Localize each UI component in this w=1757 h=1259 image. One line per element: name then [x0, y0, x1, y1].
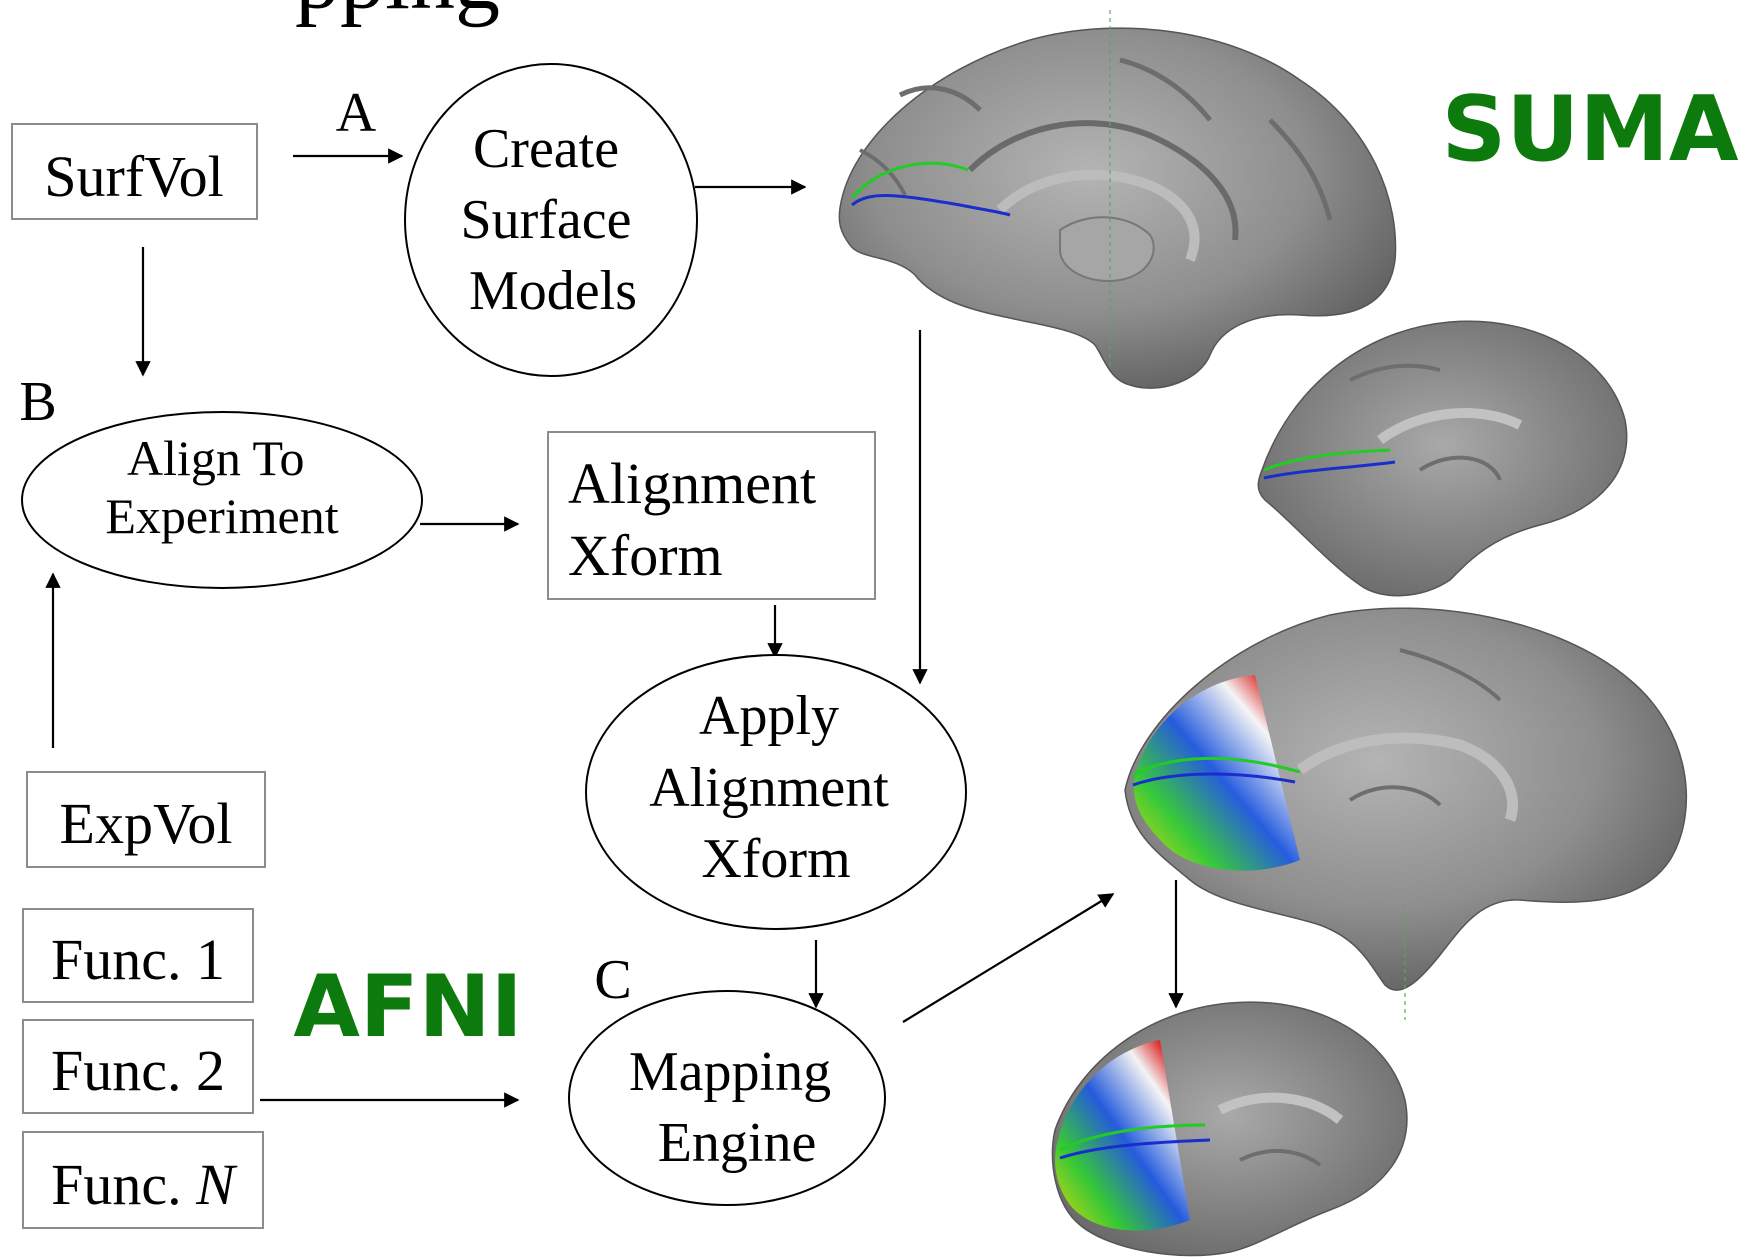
- node-create-surface-models: Create Surface Models: [404, 63, 698, 377]
- node-align-to-experiment: Align To Experiment: [21, 411, 423, 589]
- node-surfvol-label: SurfVol: [44, 144, 223, 209]
- svg-text:Align To Experiment: Align To Experiment: [105, 430, 338, 544]
- svg-text:Create Surface Mod: Create Surface Models: [460, 118, 645, 322]
- node-func-1: Func. 1: [22, 908, 254, 1003]
- create-line-3: Models: [469, 260, 637, 322]
- step-label-a: A: [336, 82, 377, 144]
- step-label-b: B: [19, 371, 56, 433]
- node-apply-alignment-xform: Apply Alignment Xform: [585, 654, 967, 930]
- svg-text:Alignment Xform: Alignment Xform: [568, 451, 831, 588]
- node-alignment-xform: Alignment Xform: [547, 431, 876, 600]
- node-expvol: ExpVol: [26, 771, 266, 868]
- svg-text:Func. N: Func. N: [51, 1152, 238, 1217]
- apply-line-1: Apply: [699, 685, 839, 747]
- node-func-n: Func. N: [22, 1131, 264, 1229]
- create-line-1: Create: [473, 118, 619, 180]
- edges: [45, 148, 1184, 1108]
- brain-surface-inflated: [1257, 320, 1628, 597]
- create-line-2: Surface: [460, 189, 631, 251]
- align-line-1: Align To: [127, 430, 305, 486]
- step-label-c: C: [594, 949, 631, 1011]
- engine-line-1: Mapping: [629, 1041, 831, 1103]
- node-func-1-label: Func. 1: [51, 927, 225, 992]
- svg-text:Apply Alignment Xf: Apply Alignment Xform: [649, 685, 903, 890]
- node-func-2: Func. 2: [22, 1019, 254, 1114]
- brain-surface-functional: [1124, 607, 1688, 1020]
- svg-text:Mapping Engine: Mapping Engine: [629, 1041, 845, 1174]
- engine-line-2: Engine: [658, 1112, 817, 1174]
- afni-label: AFNI: [293, 957, 522, 1057]
- node-surfvol: SurfVol: [11, 123, 258, 220]
- apply-line-2: Alignment: [649, 757, 889, 819]
- node-func-n-var: N: [195, 1152, 238, 1217]
- page-title-fragment: pping: [295, 0, 500, 28]
- node-expvol-label: ExpVol: [60, 791, 233, 856]
- node-func-n-prefix: Func.: [51, 1152, 196, 1217]
- node-mapping-engine: Mapping Engine: [568, 990, 886, 1206]
- brain-surface-medial: [838, 10, 1397, 389]
- align-line-2: Experiment: [105, 488, 338, 544]
- node-func-2-label: Func. 2: [51, 1038, 225, 1103]
- apply-line-3: Xform: [701, 828, 850, 890]
- brain-inflated-functional: [1051, 1001, 1408, 1257]
- edge-engine-to-brain: [902, 893, 1115, 1023]
- suma-label: SUMA: [1441, 77, 1738, 182]
- xform-line-2: Xform: [568, 523, 723, 588]
- xform-line-1: Alignment: [568, 451, 816, 516]
